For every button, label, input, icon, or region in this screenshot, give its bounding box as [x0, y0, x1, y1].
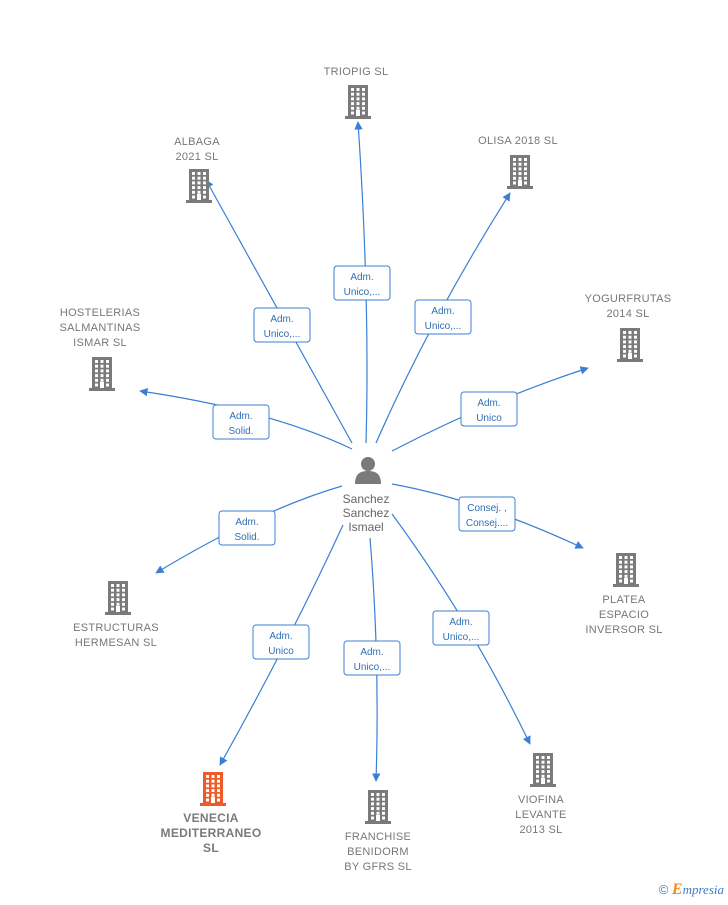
- center-node[interactable]: Sanchez Sanchez Ismael: [343, 457, 390, 534]
- edge-label-box: [343, 640, 401, 676]
- company-name-line: VIOFINA: [518, 794, 564, 806]
- company-name-line: ESTRUCTURAS: [73, 622, 159, 634]
- edges-layer: [139, 121, 589, 782]
- brand-footer[interactable]: © Empresia: [659, 881, 724, 899]
- company-name-line: 2014 SL: [606, 308, 649, 320]
- center-name-line: Sanchez: [343, 492, 390, 506]
- edge-label-box: [252, 624, 310, 660]
- edge-label-text: Unico,...: [264, 329, 301, 340]
- edge-label-text: Adm.: [235, 517, 258, 528]
- edge-label-franchise[interactable]: Adm. Unico,...: [343, 640, 401, 676]
- company-name-line: ISMAR SL: [73, 337, 127, 349]
- edge-label-text: Consej. ,: [467, 503, 506, 514]
- edge-label-text: Adm.: [269, 631, 292, 642]
- company-node-olisa[interactable]: OLISA 2018 SL: [478, 135, 558, 189]
- edge-label-box: [333, 265, 391, 301]
- edge-label-text: Unico,...: [443, 632, 480, 643]
- building-icon: [200, 772, 226, 806]
- edge-label-venecia[interactable]: Adm. Unico: [252, 624, 310, 660]
- company-name-line: BENIDORM: [347, 846, 409, 858]
- company-name-line: SALMANTINAS: [60, 322, 141, 334]
- edge-label-text: Adm.: [360, 647, 383, 658]
- center-name-line: Ismael: [348, 520, 383, 534]
- edge-label-box: [458, 496, 516, 532]
- company-name-line: SL: [203, 841, 219, 855]
- company-node-albaga[interactable]: ALBAGA 2021 SL: [174, 136, 220, 203]
- company-name-line: FRANCHISE: [345, 831, 411, 843]
- company-node-estructuras[interactable]: ESTRUCTURAS HERMESAN SL: [73, 581, 159, 649]
- edge-label-yogurfrutas[interactable]: Adm. Unico: [460, 391, 518, 427]
- company-name-line: LEVANTE: [515, 809, 566, 821]
- building-icon: [613, 553, 639, 587]
- edge-label-hostelerias[interactable]: Adm. Solid.: [212, 404, 270, 440]
- edge-label-viofina[interactable]: Adm. Unico,...: [432, 610, 490, 646]
- edge-label-estructuras[interactable]: Adm. Solid.: [218, 510, 276, 546]
- copyright-icon: ©: [658, 882, 669, 897]
- edge-label-text: Adm.: [449, 617, 472, 628]
- edge-label-box: [253, 307, 311, 343]
- company-node-hostelerias[interactable]: HOSTELERIAS SALMANTINAS ISMAR SL: [60, 307, 141, 391]
- edge-label-text: Solid.: [234, 532, 259, 543]
- edge-labels-layer: Adm.Unico,...Adm.Unico,...Adm.Unico,...A…: [212, 265, 518, 676]
- company-node-platea[interactable]: PLATEA ESPACIO INVERSOR SL: [585, 553, 662, 636]
- company-name-line: YOGURFRUTAS: [585, 293, 672, 305]
- center-name-line: Sanchez: [343, 506, 390, 520]
- edge-label-text: Solid.: [228, 426, 253, 437]
- brand-logo-rest: mpresia: [682, 882, 724, 897]
- edge-label-box: [218, 510, 276, 546]
- company-name-line: HERMESAN SL: [75, 637, 157, 649]
- company-name-line: PLATEA: [602, 594, 646, 606]
- company-name-line: MEDITERRANEO: [161, 826, 262, 840]
- building-icon: [365, 790, 391, 824]
- company-name-line: BY GFRS SL: [344, 861, 412, 873]
- building-icon: [186, 169, 212, 203]
- edge-label-text: Adm.: [431, 306, 454, 317]
- edge-label-text: Consej....: [466, 518, 508, 529]
- edge-label-triopig[interactable]: Adm. Unico,...: [333, 265, 391, 301]
- company-node-yogurfrutas[interactable]: YOGURFRUTAS 2014 SL: [585, 293, 672, 362]
- nodes-layer: TRIOPIG SL ALBAGA 2021 SL OLISA 2018 SL YOGU…: [60, 66, 672, 873]
- company-name-line: 2021 SL: [175, 151, 218, 163]
- company-name-line: VENECIA: [183, 811, 238, 825]
- edge-label-albaga[interactable]: Adm. Unico,...: [253, 307, 311, 343]
- building-icon: [507, 155, 533, 189]
- edge-label-text: Unico: [476, 413, 502, 424]
- company-node-viofina[interactable]: VIOFINA LEVANTE 2013 SL: [515, 753, 566, 836]
- edge-label-text: Adm.: [270, 314, 293, 325]
- edge-label-box: [460, 391, 518, 427]
- company-name-line: 2013 SL: [519, 824, 562, 836]
- company-name-line: ESPACIO: [599, 609, 649, 621]
- brand-logo-initial: E: [671, 881, 683, 898]
- edge-label-platea[interactable]: Consej. , Consej....: [458, 496, 516, 532]
- edge-label-text: Unico,...: [344, 287, 381, 298]
- building-icon: [89, 357, 115, 391]
- edge-label-olisa[interactable]: Adm. Unico,...: [414, 299, 472, 335]
- building-icon: [105, 581, 131, 615]
- edge-label-box: [212, 404, 270, 440]
- edge-label-box: [432, 610, 490, 646]
- edge-label-text: Adm.: [350, 272, 373, 283]
- company-name-line: HOSTELERIAS: [60, 307, 140, 319]
- building-icon: [530, 753, 556, 787]
- company-name-line: TRIOPIG SL: [324, 66, 389, 78]
- edge-label-text: Adm.: [477, 398, 500, 409]
- company-name-line: OLISA 2018 SL: [478, 135, 558, 147]
- edge-label-text: Unico,...: [425, 321, 462, 332]
- person-icon: [355, 457, 381, 484]
- company-name-line: INVERSOR SL: [585, 624, 662, 636]
- company-name-line: ALBAGA: [174, 136, 220, 148]
- edge-label-text: Unico: [268, 646, 294, 657]
- company-node-triopig[interactable]: TRIOPIG SL: [324, 66, 389, 119]
- edge-label-text: Unico,...: [354, 662, 391, 673]
- building-icon: [617, 328, 643, 362]
- company-node-franchise[interactable]: FRANCHISE BENIDORM BY GFRS SL: [344, 790, 412, 873]
- edge-label-text: Adm.: [229, 411, 252, 422]
- edge-label-box: [414, 299, 472, 335]
- building-icon: [345, 85, 371, 119]
